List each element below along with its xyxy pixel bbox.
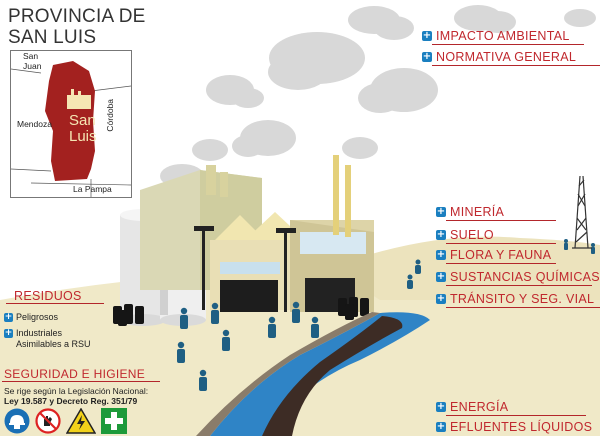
river-bank (196, 312, 380, 436)
province-map: San Juan Mendoza Córdoba La Pampa San Lu… (10, 50, 132, 198)
seguridad-underline (2, 381, 160, 382)
link-sustancias-quimicas[interactable]: + SUSTANCIAS QUÍMICAS (436, 270, 600, 284)
map-city-line1: San (69, 112, 96, 129)
barrels (113, 297, 369, 326)
link-energia-label: ENERGÍA (450, 400, 509, 414)
workers (177, 239, 595, 391)
map-label-la-pampa: La Pampa (73, 184, 112, 194)
link-flora-y-fauna[interactable]: + FLORA Y FAUNA (436, 248, 551, 262)
map-label-san-juan: San Juan (23, 51, 53, 71)
oil-derrick (572, 175, 592, 249)
hill (330, 236, 600, 300)
link-normativa-general-label: NORMATIVA GENERAL (436, 50, 577, 64)
link-sustancias-quimicas-label: SUSTANCIAS QUÍMICAS (450, 270, 600, 284)
link-mineria-label: MINERÍA (450, 205, 505, 219)
link-residuos-industriales[interactable]: + Industriales Asimilables a RSU (4, 328, 108, 350)
first-aid-sign-icon (101, 408, 127, 434)
plus-icon: + (436, 229, 446, 240)
link-underline (446, 263, 556, 264)
link-efluentes-liquidos[interactable]: + EFLUENTES LÍQUIDOS (436, 420, 592, 434)
link-impacto-ambiental-label: IMPACTO AMBIENTAL (436, 29, 570, 43)
province-title-line2: SAN LUIS (8, 27, 97, 48)
factory-map-icon (67, 95, 91, 109)
link-transito-seg-vial-label: TRÁNSITO Y SEG. VIAL (450, 292, 595, 306)
link-underline (446, 220, 556, 221)
clouds (160, 5, 596, 188)
residuos-title: RESIDUOS (14, 289, 82, 303)
high-voltage-sign-icon (65, 407, 97, 434)
map-label-cordoba: Córdoba (105, 99, 115, 132)
link-underline (446, 307, 600, 308)
residuos-underline (6, 303, 104, 304)
link-impacto-ambiental[interactable]: + IMPACTO AMBIENTAL (422, 29, 570, 43)
link-residuos-industriales-label: Industriales Asimilables a RSU (16, 328, 91, 349)
plus-icon: + (436, 271, 446, 282)
no-touch-sign-icon (35, 408, 61, 434)
link-underline (432, 44, 584, 45)
plus-icon: + (436, 249, 446, 260)
plus-icon: + (422, 30, 432, 41)
link-underline (446, 285, 592, 286)
map-outline (11, 61, 131, 197)
link-transito-seg-vial[interactable]: + TRÁNSITO Y SEG. VIAL (436, 292, 594, 306)
plus-icon: + (422, 51, 432, 62)
seguridad-note: Se rige según la Legislación Nacional: (4, 386, 149, 396)
lamp-posts (194, 226, 296, 312)
link-residuos-peligrosos[interactable]: + Peligrosos (4, 312, 58, 323)
factory-building (140, 155, 374, 312)
plus-icon: + (4, 328, 13, 338)
plus-icon: + (436, 421, 446, 432)
province-title-line1: PROVINCIA DE (8, 6, 146, 27)
san-luis-province-shape (45, 61, 95, 181)
map-city-label: San Luis (69, 113, 97, 145)
link-energia[interactable]: + ENERGÍA (436, 400, 508, 414)
link-normativa-general[interactable]: + NORMATIVA GENERAL (422, 50, 576, 64)
map-label-mendoza: Mendoza (17, 119, 52, 129)
plus-icon: + (4, 312, 13, 322)
link-flora-y-fauna-label: FLORA Y FAUNA (450, 248, 552, 262)
link-suelo[interactable]: + SUELO (436, 228, 494, 242)
link-underline (432, 65, 600, 66)
river-pollution (262, 316, 403, 436)
link-suelo-label: SUELO (450, 228, 494, 242)
link-residuos-peligrosos-label: Peligrosos (16, 312, 59, 322)
map-label-san-juan-text: San Juan (23, 51, 42, 71)
plus-icon: + (436, 293, 446, 304)
seguridad-title: SEGURIDAD E HIGIENE (4, 367, 146, 381)
plus-icon: + (436, 206, 446, 217)
link-mineria[interactable]: + MINERÍA (436, 205, 504, 219)
link-underline (446, 415, 586, 416)
link-underline (446, 243, 556, 244)
plus-icon: + (436, 401, 446, 412)
province-title: PROVINCIA DE SAN LUIS (8, 6, 146, 48)
helmet-sign-icon (4, 408, 30, 434)
map-city-line2: Luis (69, 128, 97, 145)
seguridad-law: Ley 19.587 y Decreto Reg. 351/79 (4, 396, 138, 406)
link-efluentes-liquidos-label: EFLUENTES LÍQUIDOS (450, 420, 593, 434)
